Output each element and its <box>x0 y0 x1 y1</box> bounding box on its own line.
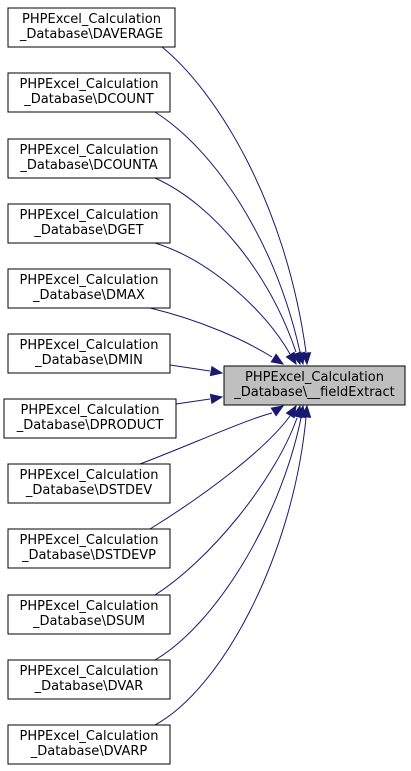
caller-node-box <box>3 398 177 439</box>
caller-node-dstdevp[interactable]: PHPExcel_Calculation_Database\DSTDEVP <box>7 528 171 569</box>
edge-line <box>154 417 302 661</box>
edge-dsum <box>154 404 303 596</box>
arrowhead-icon <box>300 404 312 418</box>
caller-node-label-line2: _Database\DSUM <box>32 614 145 629</box>
arrowhead-icon <box>270 353 285 365</box>
edge-line <box>175 398 211 405</box>
edge-line <box>154 177 297 353</box>
edge-dvarp <box>154 404 312 726</box>
caller-node-label-line1: PHPExcel_Calculation <box>20 468 159 483</box>
caller-node-label-line1: PHPExcel_Calculation <box>20 533 159 548</box>
caller-node-label-line2: _Database\DSTDEVP <box>21 548 156 563</box>
caller-node-label-line1: PHPExcel_Calculation <box>20 273 159 288</box>
edge-dcount <box>154 111 306 366</box>
target-node-label-line2: _Database\__fieldExtract <box>233 385 395 400</box>
edge-line <box>154 242 291 355</box>
caller-node-daverage[interactable]: PHPExcel_Calculation_Database\DAVERAGE <box>7 7 176 48</box>
edge-dvar <box>154 404 307 661</box>
caller-node-dvar[interactable]: PHPExcel_Calculation_Database\DVAR <box>7 659 171 700</box>
caller-node-label-line1: PHPExcel_Calculation <box>21 403 160 418</box>
target-node-box <box>223 365 406 406</box>
edge-line <box>161 46 307 353</box>
edge-dproduct <box>175 393 224 405</box>
caller-node-box <box>7 7 176 48</box>
caller-node-dvarp[interactable]: PHPExcel_Calculation_Database\DVARP <box>7 724 171 765</box>
caller-node-dsum[interactable]: PHPExcel_Calculation_Database\DSUM <box>7 594 171 635</box>
caller-node-label-line2: _Database\DAVERAGE <box>19 27 163 42</box>
caller-node-dget[interactable]: PHPExcel_Calculation_Database\DGET <box>7 203 171 244</box>
caller-node-dstdev[interactable]: PHPExcel_Calculation_Database\DSTDEV <box>7 463 171 504</box>
edge-dstdev <box>139 405 285 465</box>
edge-line <box>154 417 307 726</box>
edge-line <box>149 415 291 530</box>
caller-node-label-line2: _Database\DMIN <box>34 353 143 368</box>
edge-dmin <box>169 364 224 377</box>
caller-node-label-line1: PHPExcel_Calculation <box>20 599 159 614</box>
edge-line <box>154 417 298 596</box>
edge-line <box>139 412 273 465</box>
caller-node-label-line1: PHPExcel_Calculation <box>20 77 159 92</box>
arrowhead-icon <box>209 393 224 405</box>
caller-node-box <box>7 594 171 635</box>
caller-node-label-line1: PHPExcel_Calculation <box>20 208 159 223</box>
caller-node-label-line1: PHPExcel_Calculation <box>20 729 159 744</box>
node-group: PHPExcel_Calculation _Database\__fieldEx… <box>3 7 406 765</box>
caller-node-box <box>7 72 171 113</box>
caller-node-dmin[interactable]: PHPExcel_Calculation_Database\DMIN <box>7 333 171 374</box>
caller-node-label-line2: _Database\DCOUNTA <box>19 158 157 173</box>
caller-node-dcount[interactable]: PHPExcel_Calculation_Database\DCOUNT <box>7 72 171 113</box>
caller-node-dproduct[interactable]: PHPExcel_Calculation_Database\DPRODUCT <box>3 398 177 439</box>
caller-node-box <box>7 138 171 179</box>
caller-node-label-line2: _Database\DMAX <box>32 288 145 303</box>
caller-node-label-line1: PHPExcel_Calculation <box>22 12 161 27</box>
caller-node-label-line1: PHPExcel_Calculation <box>20 664 159 679</box>
caller-node-label-line1: PHPExcel_Calculation <box>20 338 159 353</box>
edge-line <box>149 307 273 358</box>
edge-dget <box>154 242 297 366</box>
edge-group <box>139 46 312 726</box>
target-node[interactable]: PHPExcel_Calculation _Database\__fieldEx… <box>223 365 406 406</box>
caller-node-label-line2: _Database\DGET <box>33 223 143 238</box>
edge-dmax <box>149 307 285 365</box>
caller-node-box <box>7 724 171 765</box>
caller-node-label-line2: _Database\DCOUNT <box>23 92 153 107</box>
arrowhead-icon <box>209 365 224 377</box>
edge-line <box>154 111 301 353</box>
caller-node-label-line2: _Database\DPRODUCT <box>16 418 164 433</box>
caller-node-box <box>7 528 171 569</box>
caller-node-dmax[interactable]: PHPExcel_Calculation_Database\DMAX <box>7 268 171 309</box>
caller-node-dcounta[interactable]: PHPExcel_Calculation_Database\DCOUNTA <box>7 138 171 179</box>
edge-daverage <box>161 46 312 366</box>
arrowhead-icon <box>270 405 285 417</box>
caller-node-box <box>7 659 171 700</box>
caller-node-label-line2: _Database\DSTDEV <box>25 483 152 498</box>
edge-line <box>169 364 211 372</box>
arrowhead-icon <box>285 351 297 366</box>
caller-node-box <box>7 203 171 244</box>
caller-node-label-line2: _Database\DVAR <box>34 679 144 694</box>
caller-node-box <box>7 333 171 374</box>
caller-node-box <box>7 268 171 309</box>
caller-node-label-line2: _Database\DVARP <box>30 744 148 759</box>
caller-node-label-line1: PHPExcel_Calculation <box>20 143 159 158</box>
caller-node-box <box>7 463 171 504</box>
target-node-label-line1: PHPExcel_Calculation <box>245 370 384 385</box>
